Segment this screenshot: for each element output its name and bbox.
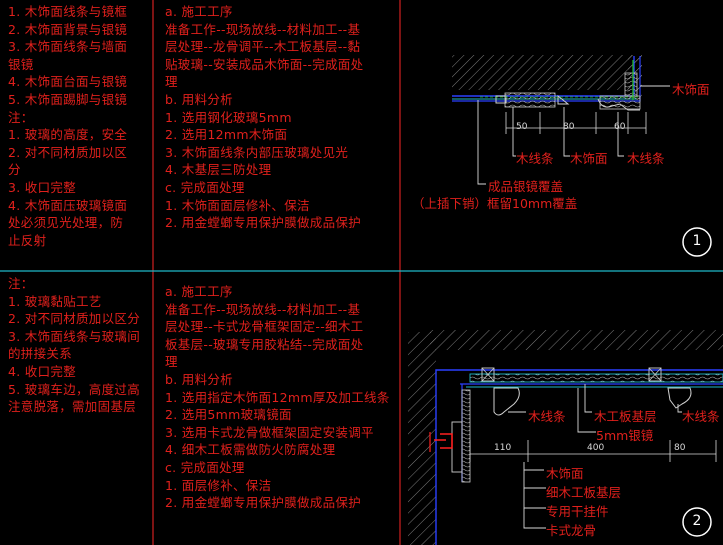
text-line: 5. 玻璃车边，高度过高 (8, 381, 140, 397)
dim-50: 50 (516, 122, 528, 132)
label2-board: 木工板基层 (594, 409, 657, 424)
label-mirror-note: （上插下销）框留10mm覆盖 (412, 196, 578, 211)
label2-hanger: 专用干挂件 (546, 504, 609, 519)
slab-hatch (452, 55, 642, 90)
text-line: 2. 对不同材质加以区 (8, 144, 128, 160)
label2-wood-line-a: 木线条 (528, 409, 566, 424)
text-line: 层处理--龙骨调平--木工板基层--黏 (165, 39, 361, 55)
label-wood-face: 木饰面 (672, 82, 710, 97)
text-line: 4. 细木工板需做防火防腐处理 (165, 442, 336, 458)
label2-mirror: 5mm银镜 (596, 428, 654, 443)
dim2-110: 110 (494, 443, 512, 453)
label-wood-line-b: 木线条 (627, 151, 665, 166)
label2-keel: 卡式龙骨 (546, 523, 597, 538)
text-line: 4. 木饰面台面与银镜 (8, 74, 128, 90)
text-line: 准备工作--现场放线--材料加工--基 (165, 301, 361, 317)
panel2-procedure: a. 施工工序准备工作--现场放线--材料加工--基层处理--卡式龙骨框架固定-… (165, 283, 390, 512)
text-line: 分 (8, 162, 21, 178)
label-wood-face-b: 木饰面 (570, 151, 608, 166)
text-line: 注意脱落，需加固基层 (8, 399, 137, 415)
panel1-procedure: a. 施工工序准备工作--现场放线--材料加工--基层处理--龙骨调平--木工板… (165, 3, 363, 232)
text-line: 理 (165, 74, 178, 90)
detail-drawing-2 (408, 330, 723, 545)
text-line: b. 用料分析 (165, 371, 233, 387)
text-line: 准备工作--现场放线--材料加工--基 (165, 21, 361, 37)
label-mirror: 成品银镜覆盖 (488, 179, 564, 194)
text-line: 5. 木饰面踢脚与银镜 (8, 91, 128, 107)
text-line: 1. 木饰面线条与镜框 (8, 4, 128, 19)
text-line: 3. 选用卡式龙骨做框架固定安装调平 (165, 424, 374, 440)
detail-number-1: 1 (692, 233, 702, 249)
text-line: 2. 选用12mm木饰面 (165, 127, 288, 143)
text-line: 2. 用金螳螂专用保护膜做成品保护 (165, 495, 362, 511)
label2-fine-board: 细木工板基层 (546, 485, 622, 500)
text-line: b. 用料分析 (165, 91, 233, 107)
text-line: 银镜 (8, 56, 34, 72)
text-line: 的拼接关系 (8, 346, 73, 362)
text-line: 1. 木饰面面层修补、保洁 (165, 197, 310, 213)
label2-wood-face: 木饰面 (546, 466, 584, 481)
text-line: 1. 玻璃的高度，安全 (8, 127, 128, 143)
detail-number-2: 2 (692, 513, 702, 529)
text-line: 2. 选用5mm玻璃镜面 (165, 407, 292, 423)
text-line: 注： (8, 276, 34, 291)
text-line: 2. 用金螳螂专用保护膜做成品保护 (165, 215, 362, 231)
text-line: 2. 对不同材质加以区分 (8, 311, 140, 327)
text-line: a. 施工工序 (165, 4, 233, 19)
dim-60: 60 (614, 122, 626, 132)
text-line: 1. 玻璃黏贴工艺 (8, 293, 102, 309)
text-line: 处必须见光处理，防 (8, 215, 124, 231)
text-line: c. 完成面处理 (165, 459, 245, 475)
text-line: 2. 木饰面背景与银镜 (8, 21, 128, 37)
text-line: 理 (165, 354, 178, 370)
text-line: 3. 收口完整 (8, 179, 76, 195)
text-line: 注： (8, 109, 34, 125)
dim2-400: 400 (587, 443, 605, 453)
label-wood-line-a: 木线条 (516, 151, 554, 166)
text-line: 3. 木饰面线条与玻璃间 (8, 328, 140, 344)
panel1-notes: 1. 木饰面线条与镜框 2. 木饰面背景与银镜 3. 木饰面线条与墙面银镜 4. 木饰… (8, 3, 127, 249)
text-line: 1. 选用钢化玻璃5mm (165, 109, 292, 125)
dim2-80: 80 (674, 443, 686, 453)
text-line: 4. 木基层三防处理 (165, 162, 272, 178)
text-line: 层处理--卡式龙骨框架固定--细木工 (165, 319, 364, 335)
text-line: a. 施工工序 (165, 284, 233, 299)
text-line: 4. 收口完整 (8, 363, 76, 379)
label2-wood-line-b: 木线条 (682, 409, 720, 424)
text-line: 1. 面层修补、保洁 (165, 477, 272, 493)
text-line: 板基层--玻璃专用胶粘结--完成面处 (165, 336, 364, 352)
text-line: 止反射 (8, 232, 47, 248)
dim-80: 80 (563, 122, 575, 132)
text-line: 3. 木饰面线条与墙面 (8, 39, 128, 55)
text-line: 贴玻璃--安装成品木饰面--完成面处 (165, 56, 364, 72)
text-line: 3. 木饰面线条内部压玻璃处见光 (165, 144, 349, 160)
text-line: c. 完成面处理 (165, 179, 245, 195)
text-line: 1. 选用指定木饰面12mm厚及加工线条 (165, 389, 390, 405)
text-line: 4. 木饰面压玻璃镜面 (8, 197, 128, 213)
detail-drawing-1 (452, 55, 712, 257)
